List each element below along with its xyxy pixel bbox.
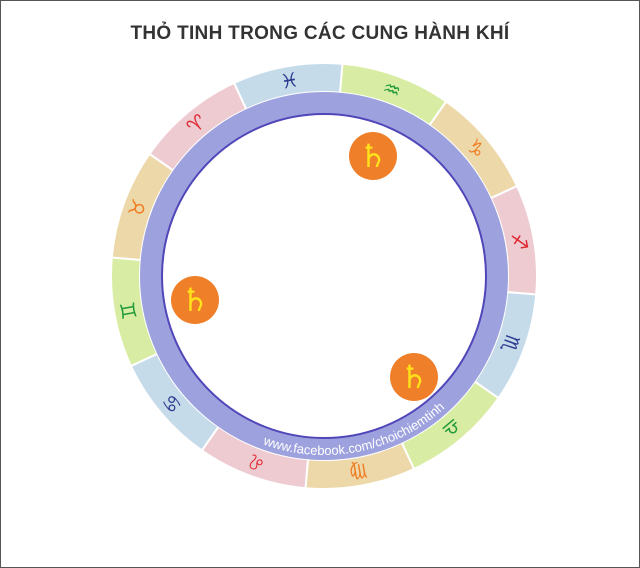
diagram-title: THỎ TINH TRONG CÁC CUNG HÀNH KHÍ bbox=[130, 23, 510, 44]
svg-text:♄: ♄ bbox=[181, 281, 210, 319]
pisces-icon: ♓ bbox=[279, 67, 301, 94]
sagittarius-icon: ♐ bbox=[506, 231, 533, 253]
saturn-icon: ♄ bbox=[171, 276, 219, 324]
svg-text:♄: ♄ bbox=[359, 137, 388, 175]
inner-circle bbox=[161, 113, 487, 439]
saturn-icon: ♄ bbox=[349, 132, 397, 180]
gemini-icon: ♊ bbox=[115, 300, 142, 322]
inner-band bbox=[140, 92, 508, 460]
virgo-icon: ♍ bbox=[348, 458, 370, 485]
saturn-icon: ♄ bbox=[390, 353, 438, 401]
svg-text:♄: ♄ bbox=[400, 358, 429, 396]
